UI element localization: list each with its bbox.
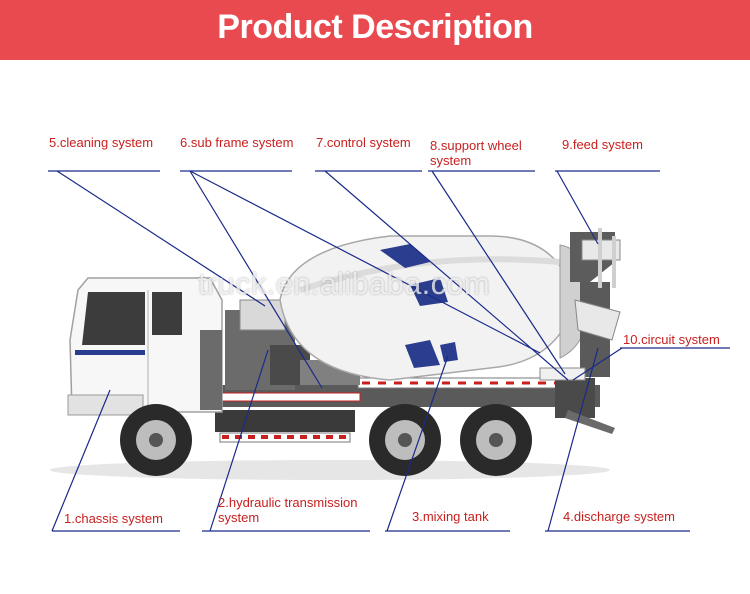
leader-circuit xyxy=(572,347,730,381)
page-title: Product Description xyxy=(217,8,533,46)
label-cleaning-system: 5.cleaning system xyxy=(49,135,154,150)
label-hydraulic-transmission-system: 2.hydraulic transmission system xyxy=(218,495,358,525)
leader-discharge xyxy=(545,347,690,532)
leader-mixing xyxy=(385,355,510,532)
header-banner: Product Description xyxy=(0,0,750,60)
leader-subframe xyxy=(180,170,541,389)
label-feed-system: 9.feed system xyxy=(562,137,643,152)
leader-feed xyxy=(555,170,660,245)
label-support-wheel-system: 8.support wheel system xyxy=(430,138,522,168)
truck-cab xyxy=(67,277,223,416)
rear-wheel-1 xyxy=(369,404,441,476)
leader-cleaning xyxy=(48,170,266,307)
label-discharge-system: 4.discharge system xyxy=(563,509,675,524)
ground-shadow xyxy=(50,460,610,480)
leader-chassis xyxy=(51,389,180,532)
label-mixing-tank: 3.mixing tank xyxy=(412,509,489,524)
leader-control xyxy=(315,170,569,381)
leader-support xyxy=(428,170,566,375)
label-circuit-system: 10.circuit system xyxy=(623,332,720,347)
rear-wheel-2 xyxy=(460,404,532,476)
label-chassis-system: 1.chassis system xyxy=(64,511,163,526)
watermark: truck.en.alibaba.com xyxy=(198,266,491,301)
label-control-system: 7.control system xyxy=(316,135,411,150)
front-wheel xyxy=(120,404,192,476)
label-sub-frame-system: 6.sub frame system xyxy=(180,135,294,150)
leader-hydraulic xyxy=(202,349,370,532)
